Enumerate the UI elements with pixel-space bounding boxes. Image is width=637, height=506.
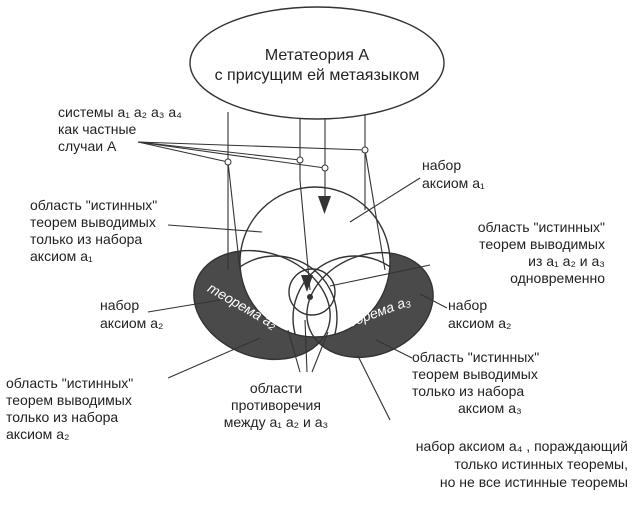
circle-a1-fill	[240, 187, 390, 337]
true-a3-line1: область "истинных"	[412, 349, 539, 365]
inner-dot	[307, 294, 313, 300]
axioms-a1-line2: аксиом a₁	[422, 175, 485, 191]
true-a3-line3: только из набора	[412, 383, 524, 399]
axioms-a2-right-line1: набор	[448, 297, 487, 313]
axioms-a1-line1: набор	[422, 157, 461, 173]
axioms-a4-line1: набор аксиом a₄ , пораждающий	[416, 438, 628, 454]
axioms-a2-left-line1: набор	[100, 297, 139, 313]
true-a2-line2: теорем выводимых	[6, 392, 132, 408]
callout-lines	[147, 177, 448, 421]
systems-label-line2: как частные	[58, 121, 137, 137]
true-all-line4: одновременно	[510, 270, 605, 286]
contradiction-line2: противоречия	[231, 397, 321, 413]
axioms-a2-left-line2: аксиом a₂	[100, 315, 163, 331]
dark-region-right-border	[306, 251, 434, 359]
circle-a2-inner	[240, 255, 338, 337]
central-circle	[288, 268, 336, 316]
circle-a1	[239, 186, 391, 338]
true-a3-line2: теорем выводимых	[412, 366, 538, 382]
true-a3-line4: аксиом a₃	[458, 400, 522, 416]
true-a1-line2: теорем выводимых	[30, 214, 156, 230]
true-a2-line1: область "истинных"	[6, 375, 133, 391]
circle-a3-inner	[292, 255, 390, 337]
system-lines	[227, 112, 386, 291]
true-all-line1: область "истинных"	[478, 219, 605, 235]
true-a2-line3: только из набора	[6, 409, 118, 425]
arrow-inner-icon	[301, 275, 313, 292]
arrow-down-icon	[318, 196, 331, 214]
true-a1-line1: область "истинных"	[30, 197, 157, 213]
true-a1-line4: аксиом a₁	[30, 248, 93, 264]
axioms-a4-line3: но не все истинные теоремы	[440, 474, 628, 490]
meta-theory-line2: с присущим ей метаязыком	[215, 67, 420, 84]
axioms-a2-right-line2: аксиом a₂	[448, 315, 511, 331]
systems-label-line3: случаи А	[58, 138, 117, 154]
true-a1-line3: только из набора	[30, 231, 142, 247]
systems-pointers	[137, 141, 369, 172]
meta-theory-line1: Метатеория А	[265, 47, 369, 64]
dark-regions	[193, 187, 434, 361]
axioms-a4-line2: только истинных теоремы,	[454, 456, 628, 472]
contradiction-line1: области	[250, 380, 302, 396]
true-all-line3: из a₁ a₂ и a₃	[528, 253, 605, 269]
true-all-line2: теорем выводимых	[479, 236, 605, 252]
meta-theory-ellipse	[189, 6, 445, 120]
systems-label-line1: системы a₁ a₂ a₃ a₄	[58, 104, 182, 120]
true-a2-line4: аксиом a₂	[6, 426, 69, 442]
contradiction-line3: между a₁ a₂ и a₃	[224, 414, 328, 430]
